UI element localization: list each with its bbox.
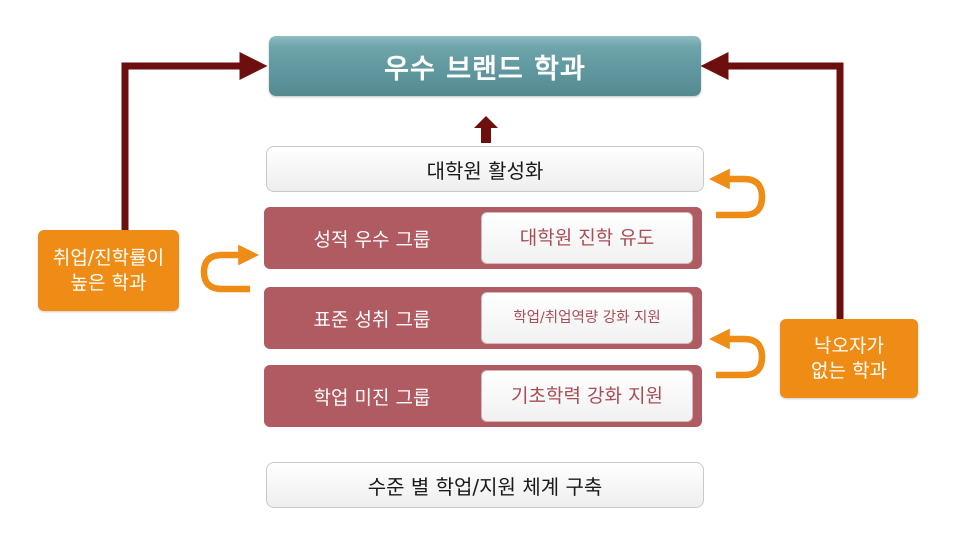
right-upper-curve-arrow bbox=[709, 168, 766, 219]
group-standard-label: 표준 성취 그룹 bbox=[313, 308, 431, 331]
right-loop-arrow bbox=[700, 52, 844, 322]
left-curve-arrow bbox=[200, 244, 259, 293]
group-standard-action: 학업/취업 역량 강화 지원 bbox=[481, 292, 693, 344]
left-side-box: 취업/진학률이 높은 학과 bbox=[38, 230, 179, 311]
group-standard: 표준 성취 그룹 학업/취업 역량 강화 지원 bbox=[264, 287, 702, 349]
group-excellent: 성적 우수 그룹 대학원 진학 유도 bbox=[264, 207, 702, 269]
right-side-line-2: 없는 학과 bbox=[811, 359, 887, 382]
left-side-line-2: 높은 학과 bbox=[70, 271, 147, 294]
bottom-system-box: 수준 별 학업/지원 체계 구축 bbox=[266, 462, 704, 508]
left-side-line-1: 취업/진학률이 bbox=[52, 246, 165, 269]
group-lagging-label: 학업 미진 그룹 bbox=[313, 386, 431, 409]
bottom-system-text: 수준 별 학업/지원 체계 구축 bbox=[367, 474, 603, 499]
grad-school-box: 대학원 활성화 bbox=[266, 146, 704, 192]
group-excellent-label: 성적 우수 그룹 bbox=[313, 228, 431, 251]
right-side-box: 낙오자가 없는 학과 bbox=[780, 319, 918, 398]
top-brand-text: 우수 브랜드 학과 bbox=[384, 53, 586, 85]
group-standard-action-line-1: 학업/취업 bbox=[513, 309, 572, 326]
left-loop-arrow bbox=[121, 52, 268, 232]
group-lagging-action: 기초학력 강화 지원 bbox=[481, 370, 693, 422]
grad-school-text: 대학원 활성화 bbox=[426, 158, 544, 183]
group-standard-action-line-2: 역량 강화 지원 bbox=[571, 309, 661, 326]
up-arrow bbox=[474, 116, 498, 143]
group-lagging: 학업 미진 그룹 기초학력 강화 지원 bbox=[264, 365, 702, 427]
right-side-line-1: 낙오자가 bbox=[814, 334, 884, 357]
group-excellent-action: 대학원 진학 유도 bbox=[481, 212, 693, 264]
top-brand-box: 우수 브랜드 학과 bbox=[269, 36, 701, 96]
right-lower-curve-arrow bbox=[709, 328, 766, 379]
